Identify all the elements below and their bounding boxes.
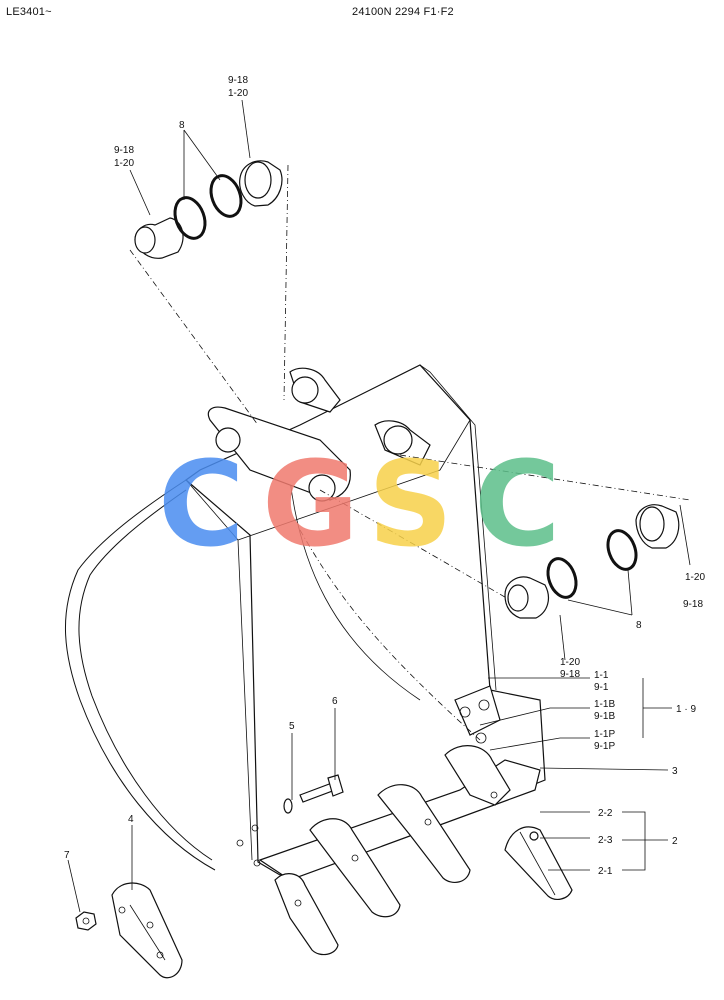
label-group-2: 2: [672, 836, 678, 847]
o-ring-right-upper: [606, 529, 638, 571]
label-part-1-1B-a: 1-1B: [594, 699, 615, 710]
nut-7: [75, 911, 97, 931]
o-ring-right-lower: [546, 557, 578, 599]
label-part-2-3: 2-3: [598, 835, 613, 846]
watermark-letter-c1: C: [158, 435, 245, 573]
label-part-7: 7: [64, 850, 70, 861]
bolt-6: [299, 774, 344, 803]
label-top-pin-b-2: 1-20: [228, 88, 248, 99]
alignment-lines: [129, 164, 691, 741]
right-pin-upper: [635, 504, 680, 549]
label-top-pin-b-1: 9-18: [228, 75, 248, 86]
watermark-letter-c2: C: [474, 435, 561, 573]
side-cutter-4: [111, 882, 183, 979]
bucket-teeth: [274, 745, 511, 956]
cgsc-watermark: C G S C: [158, 435, 561, 573]
label-part-1-1-b: 9-1: [594, 682, 609, 693]
label-group-1: 1 · 9: [676, 704, 696, 715]
label-top-ring: 8: [179, 120, 185, 131]
drawing-code: LE3401~: [6, 6, 52, 18]
o-ring-top-right: [209, 174, 243, 218]
label-part-1-1-a: 1-1: [594, 670, 609, 681]
label-part-1-1B-b: 9-1B: [594, 711, 615, 722]
label-part-6: 6: [332, 696, 338, 707]
label-part-1-1P-a: 1-1P: [594, 729, 615, 740]
label-right-ring: 8: [636, 620, 642, 631]
top-pin-right: [239, 160, 283, 207]
label-part-5: 5: [289, 721, 295, 732]
label-top-pin-a-2: 1-20: [114, 158, 134, 169]
watermark-letter-s: S: [368, 435, 453, 573]
label-part-1-1P-b: 9-1P: [594, 741, 615, 752]
loose-tooth-2: [504, 826, 573, 900]
o-ring-top-left: [173, 196, 207, 240]
washer-5: [283, 798, 293, 814]
right-pin-lower: [504, 576, 549, 619]
watermark-letter-g: G: [262, 435, 359, 573]
label-right-pin-b-2: 9-18: [683, 599, 703, 610]
label-right-pin-a-2: 9-18: [560, 669, 580, 680]
label-part-4: 4: [128, 814, 134, 825]
label-part-2-1: 2-1: [598, 866, 613, 877]
label-right-pin-a-1: 1-20: [560, 657, 580, 668]
label-right-pin-b-1: 1-20: [685, 572, 705, 583]
callout-labels: 9-18 1-20 8 9-18 1-20 1-20 9-18 8 1-20 9…: [64, 75, 705, 877]
leader-lines: [67, 99, 691, 913]
label-part-2-2: 2-2: [598, 808, 613, 819]
label-top-pin-a-1: 9-18: [114, 145, 134, 156]
label-part-3: 3: [672, 766, 678, 777]
drawing-number: 24100N 2294 F1·F2: [352, 6, 454, 18]
